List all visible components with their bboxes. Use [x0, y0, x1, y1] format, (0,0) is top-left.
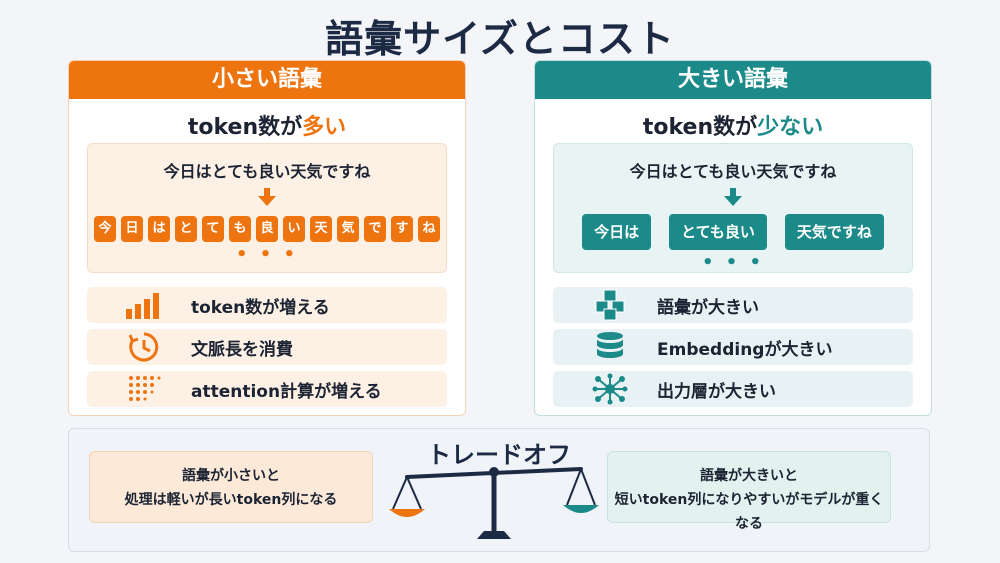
- token-chip: とても良い: [669, 214, 767, 250]
- token-chip: す: [391, 216, 413, 242]
- token-row: 今 日 は と て も 良 い 天 気 で す ね: [88, 216, 446, 242]
- example-sentence: 今日はとても良い天気ですね: [163, 162, 371, 181]
- token-chip: も: [229, 216, 251, 242]
- tradeoff-large-line1: 語彙が大きいと: [700, 468, 798, 484]
- feature-row: 語彙が大きい: [553, 287, 913, 323]
- token-chip: 気: [337, 216, 359, 242]
- tradeoff-title: トレードオフ: [427, 441, 571, 469]
- down-arrow-icon: [724, 196, 742, 206]
- token-chip: 天気ですね: [784, 214, 884, 250]
- subtitle-accent: 多い: [302, 115, 347, 140]
- large-vocab-panel: 大きい語彙 token数が少ない 今日はとても良い天気ですね 今日は とても良い…: [534, 60, 932, 416]
- token-chip: は: [148, 216, 170, 242]
- tradeoff-small-line1: 語彙が小さいと: [182, 468, 280, 484]
- tradeoff-small-box: 語彙が小さいと 処理は軽いが長いtoken列になる: [89, 451, 373, 523]
- arrow-stem: [264, 188, 270, 196]
- small-vocab-example: 今日はとても良い天気ですね 今 日 は と て も 良 い 天 気 で す ね …: [87, 143, 447, 273]
- network-icon: [585, 371, 635, 407]
- page-title: 語彙サイズとコスト: [325, 17, 675, 61]
- token-chip: 良: [256, 216, 278, 242]
- feature-row: 出力層が大きい: [553, 371, 913, 407]
- token-chip: 日: [121, 216, 143, 242]
- tradeoff-large-line2: 短いtoken列になりやすいがモデルが重くなる: [614, 492, 884, 532]
- bar-chart-icon: [119, 287, 169, 323]
- feature-row: 文脈長を消費: [87, 329, 447, 365]
- large-vocab-example: 今日はとても良い天気ですね 今日は とても良い 天気ですね • • •: [553, 143, 913, 273]
- feature-label: 文脈長を消費: [191, 339, 293, 360]
- down-arrow-icon: [258, 196, 276, 206]
- feature-row: token数が増える: [87, 287, 447, 323]
- dot-grid-icon: [119, 371, 169, 407]
- tradeoff-small-line2: 処理は軽いが長いtoken列になる: [124, 492, 338, 508]
- feature-row: attention計算が増える: [87, 371, 447, 407]
- large-vocab-header: 大きい語彙: [535, 61, 931, 99]
- token-row: 今日は とても良い 天気ですね: [554, 214, 912, 250]
- feature-row: Embeddingが大きい: [553, 329, 913, 365]
- token-chip: 天: [310, 216, 332, 242]
- subtitle-prefix: token数が: [187, 115, 303, 140]
- feature-label: Embeddingが大きい: [657, 339, 833, 360]
- tradeoff-large-box: 語彙が大きいと 短いtoken列になりやすいがモデルが重くなる: [607, 451, 891, 532]
- small-vocab-header: 小さい語彙: [69, 61, 465, 99]
- token-chip: て: [202, 216, 224, 242]
- token-chip: で: [364, 216, 386, 242]
- token-chip: 今日は: [582, 214, 652, 250]
- tradeoff-panel: トレードオフ 語彙が小さいと 処理は軽いが長いtoken列になる 語彙が大きいと…: [68, 428, 930, 552]
- token-chip: ね: [418, 216, 440, 242]
- balance-scale-icon: [389, 463, 599, 551]
- ellipsis: • • •: [701, 252, 765, 273]
- feature-label: 出力層が大きい: [657, 381, 776, 402]
- arrow-stem: [730, 188, 736, 196]
- small-vocab-subtitle: token数が多い: [69, 109, 465, 140]
- cubes-icon: [585, 287, 635, 323]
- ellipsis: • • •: [235, 244, 299, 265]
- subtitle-prefix: token数が: [642, 115, 758, 140]
- clock-icon: [119, 329, 169, 365]
- large-vocab-subtitle: token数が少ない: [535, 109, 931, 140]
- feature-label: 語彙が大きい: [657, 297, 759, 318]
- feature-label: token数が増える: [191, 297, 330, 318]
- subtitle-accent: 少ない: [757, 115, 824, 140]
- database-icon: [585, 329, 635, 365]
- token-chip: と: [175, 216, 197, 242]
- token-chip: 今: [94, 216, 116, 242]
- token-chip: い: [283, 216, 305, 242]
- small-vocab-panel: 小さい語彙 token数が多い 今日はとても良い天気ですね 今 日 は と て …: [68, 60, 466, 416]
- example-sentence: 今日はとても良い天気ですね: [629, 162, 837, 181]
- feature-label: attention計算が増える: [191, 381, 382, 402]
